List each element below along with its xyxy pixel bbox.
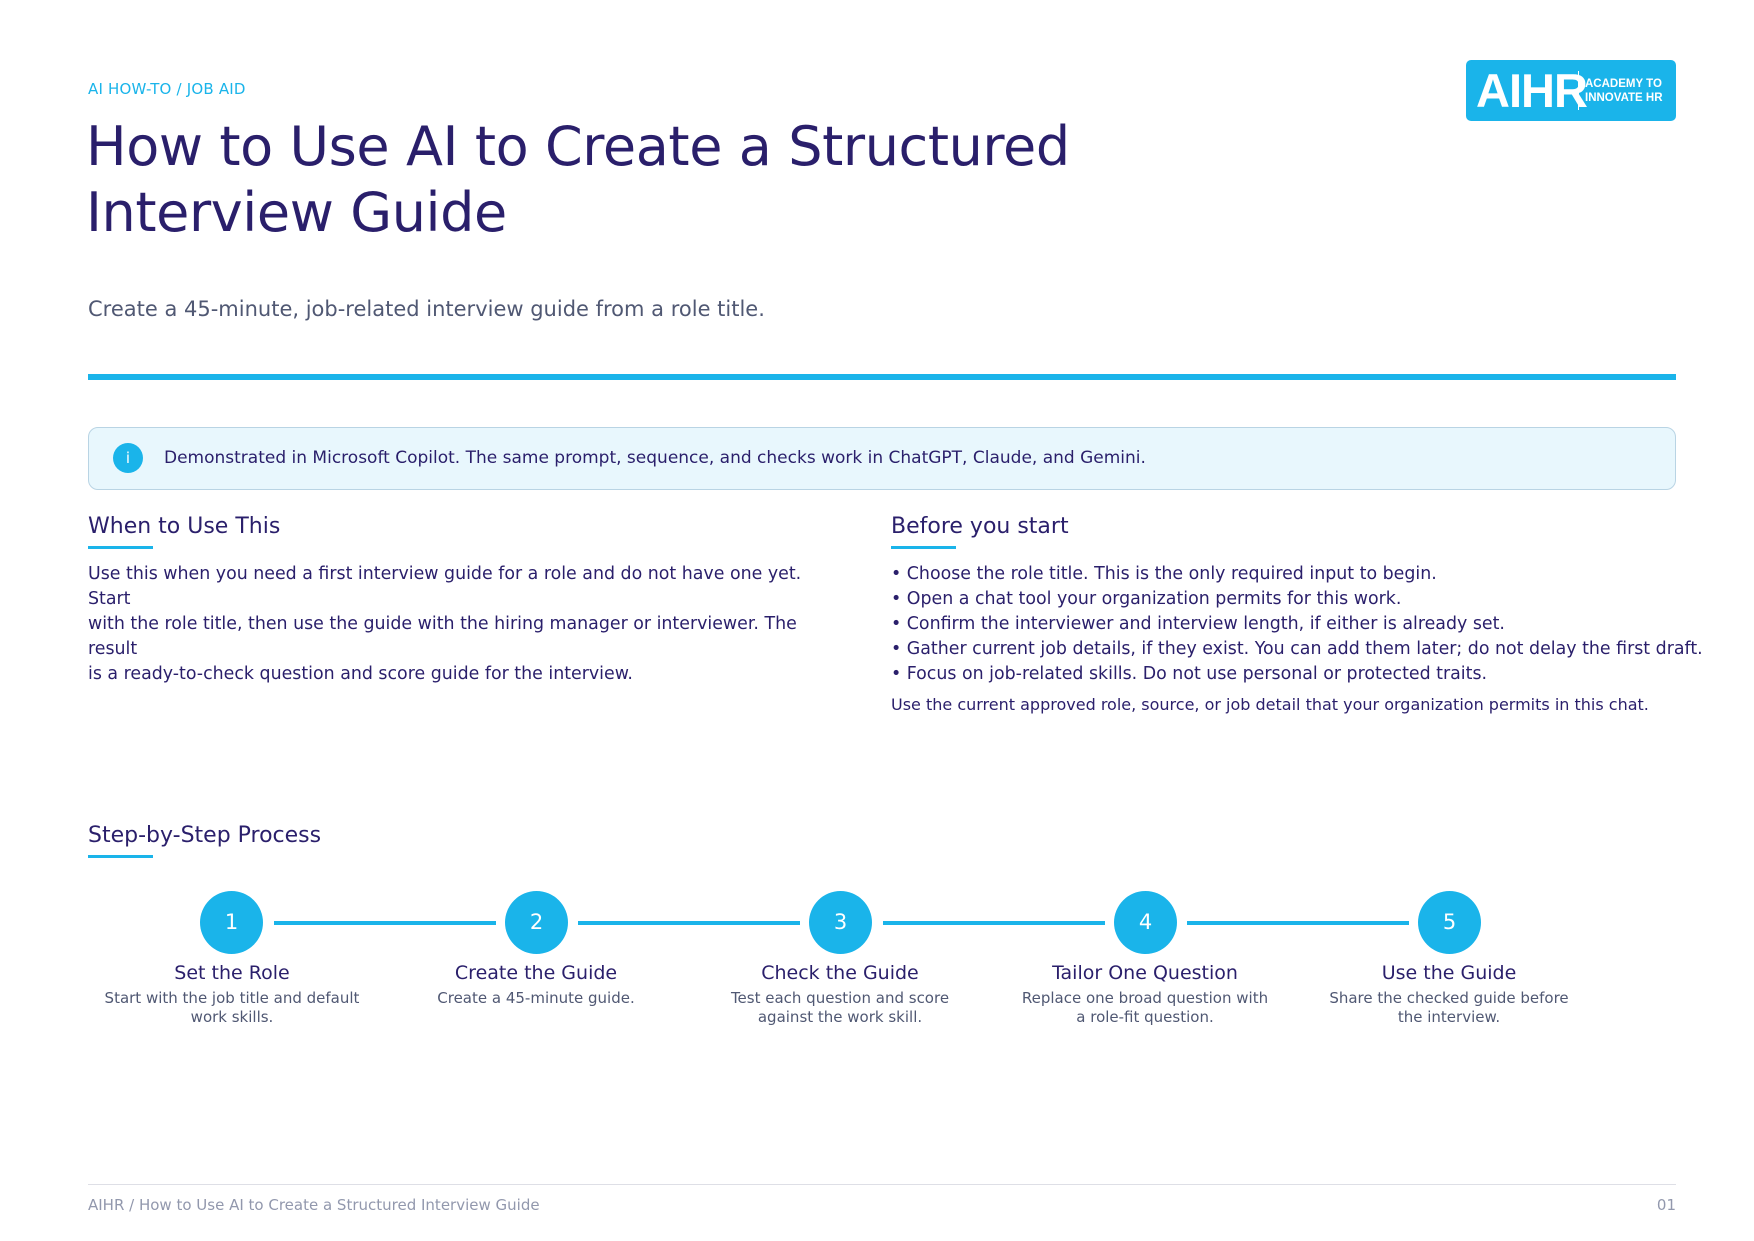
step-description-line: the interview. (1397, 1008, 1501, 1026)
step-description-line: work skills. (190, 1008, 274, 1026)
list-item: • Confirm the interviewer and interview … (891, 614, 1505, 634)
logo-tagline-line2: INNOVATE HR (1585, 92, 1663, 104)
logo-tagline-line1: ACADEMY TO (1585, 78, 1662, 90)
step-title: Use the Guide (1381, 962, 1517, 984)
before-you-start-underline (891, 546, 956, 549)
page-title-line1: How to Use AI to Create a Structured (86, 115, 1070, 178)
step-description: Create a 45-minute guide. (406, 989, 666, 1008)
eyebrow-label: AI HOW-TO / JOB AID (88, 80, 246, 98)
step-title: Create the Guide (454, 962, 618, 984)
list-item: • Choose the role title. This is the onl… (891, 564, 1437, 584)
info-icon: i (113, 443, 143, 473)
step-description-line: against the work skill. (757, 1008, 923, 1026)
step-number-badge: 4 (1114, 891, 1177, 954)
callout-text: Demonstrated in Microsoft Copilot. The s… (164, 448, 1146, 468)
step-connector (883, 921, 1105, 925)
step-description-line: a role-fit question. (1076, 1008, 1214, 1026)
logo-tagline: ACADEMY TO INNOVATE HR (1585, 77, 1663, 105)
list-item: • Gather current job details, if they ex… (891, 639, 1703, 659)
footer-doc-title: AIHR / How to Use AI to Create a Structu… (88, 1196, 540, 1214)
logo-wordmark: AIHR (1476, 64, 1588, 117)
step-description: Start with the job title and default wor… (102, 989, 362, 1027)
when-to-use-line: Use this when you need a first interview… (88, 564, 802, 609)
when-to-use-line: is a ready-to-check question and score g… (88, 664, 633, 684)
before-you-start-list: • Choose the role title. This is the onl… (891, 562, 1703, 687)
step-description-line: Test each question and score (730, 989, 950, 1007)
when-to-use-body: Use this when you need a first interview… (88, 562, 848, 687)
aihr-logo: AIHR ACADEMY TO INNOVATE HR (1466, 60, 1676, 121)
step-description-line: Create a 45-minute guide. (437, 989, 635, 1007)
list-item: • Focus on job-related skills. Do not us… (891, 664, 1488, 684)
step-number-badge: 1 (200, 891, 263, 954)
step-description-line: Share the checked guide before (1329, 989, 1569, 1007)
before-you-start-note: Use the current approved role, source, o… (891, 695, 1649, 714)
page-title-line2: Interview Guide (86, 181, 507, 244)
when-to-use-underline (88, 546, 153, 549)
process-underline (88, 855, 153, 858)
step-title: Tailor One Question (1052, 962, 1238, 984)
logo-divider (1578, 71, 1579, 110)
step-number-badge: 3 (809, 891, 872, 954)
step-connector (578, 921, 800, 925)
header-divider (88, 374, 1676, 380)
footer-divider (88, 1184, 1676, 1185)
info-callout: i Demonstrated in Microsoft Copilot. The… (88, 427, 1676, 490)
list-item: • Open a chat tool your organization per… (891, 589, 1402, 609)
process-heading: Step-by-Step Process (88, 823, 322, 848)
step-title: Check the Guide (761, 962, 919, 984)
step-description-line: Replace one broad question with (1021, 989, 1269, 1007)
when-to-use-line: with the role title, then use the guide … (88, 614, 797, 659)
step-connector (274, 921, 496, 925)
step-description: Share the checked guide before the inter… (1319, 989, 1579, 1027)
page-subtitle: Create a 45-minute, job-related intervie… (88, 297, 765, 321)
step-number-badge: 2 (505, 891, 568, 954)
step-connector (1187, 921, 1409, 925)
step-number-badge: 5 (1418, 891, 1481, 954)
step-description: Test each question and score against the… (710, 989, 970, 1027)
page-title: How to Use AI to Create a Structured Int… (86, 114, 1186, 246)
step-description: Replace one broad question with a role-f… (1015, 989, 1275, 1027)
when-to-use-heading: When to Use This (88, 514, 281, 539)
before-you-start-heading: Before you start (891, 514, 1069, 539)
page-number: 01 (1656, 1196, 1676, 1214)
step-title: Set the Role (174, 962, 290, 984)
step-description-line: Start with the job title and default (104, 989, 360, 1007)
